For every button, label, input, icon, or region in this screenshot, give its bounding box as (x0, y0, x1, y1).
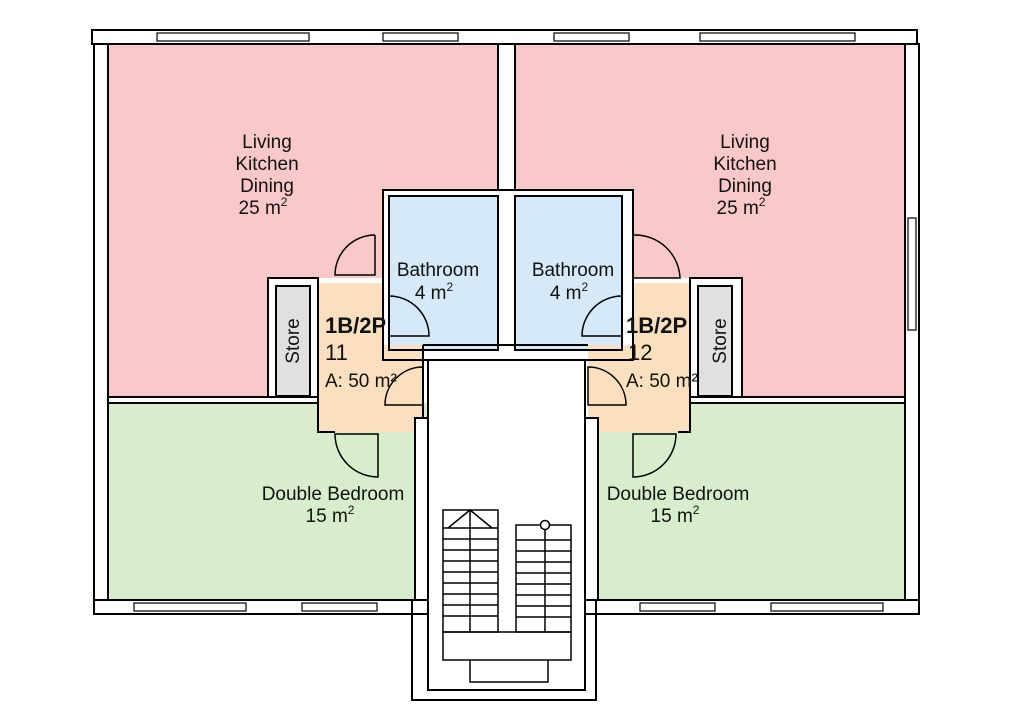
flat-11-store-fill (276, 286, 310, 396)
flat-11-bedroom-fill (108, 403, 428, 600)
bathroom-label: Bathroom (532, 260, 614, 281)
flat-12-hall-fill (588, 283, 690, 432)
flat-12-bedroom-fill (590, 403, 905, 600)
living-area: 25 m2 (717, 195, 766, 219)
bathroom-label: Bathroom (397, 260, 479, 281)
flat-12-labels: Living Kitchen Dining 25 m2 Bathroom 4 m… (532, 132, 777, 527)
window-icon (156, 32, 310, 42)
door-swing-icon (632, 433, 677, 478)
living-area: 25 m2 (239, 195, 288, 219)
flat-11-labels: Living Kitchen Dining 25 m2 Bathroom 4 m… (235, 132, 479, 527)
bedroom-area: 15 m2 (306, 503, 355, 527)
door-swing-icon (587, 366, 627, 406)
window-icon (301, 602, 378, 612)
bedroom-label: Double Bedroom (607, 484, 750, 505)
bathroom-area: 4 m2 (415, 280, 454, 304)
door-swing-icon (384, 366, 424, 406)
bedroom-label: Double Bedroom (262, 484, 405, 505)
flat-12-bathroom-fill (515, 196, 622, 350)
store-label: Store (283, 318, 304, 363)
flat-11-bathroom-fill (389, 196, 498, 350)
door-swing-icon (334, 234, 376, 276)
flat-number-label: 11 (325, 340, 348, 365)
window-icon (553, 32, 630, 42)
left-wall (93, 43, 109, 601)
windows (133, 32, 917, 612)
door-swing-icon (334, 433, 379, 478)
party-wall (497, 43, 516, 191)
living-label-line1: Living (720, 132, 770, 153)
window-icon (382, 32, 459, 42)
door-swing-icon (581, 295, 623, 337)
living-label-line2: Kitchen (713, 154, 776, 175)
store-label: Store (710, 318, 731, 363)
living-label-line3: Dining (240, 176, 294, 197)
stair-direction-arrow-icon (539, 519, 551, 531)
flat-12-living-fill (515, 45, 905, 400)
doors (334, 234, 681, 478)
flat-type-label: 1B/2P (325, 313, 386, 338)
window-icon (699, 32, 856, 42)
room-fills (108, 45, 905, 690)
bedroom-area: 15 m2 (651, 503, 700, 527)
flat-type-label: 1B/2P (626, 313, 687, 338)
bathroom-walls (382, 189, 634, 361)
window-icon (639, 602, 716, 612)
flat-number-label: 12 (628, 340, 652, 365)
flat-11-living-fill (108, 45, 497, 400)
window-icon (770, 602, 884, 612)
living-label-line1: Living (242, 132, 292, 153)
living-label-line2: Kitchen (235, 154, 298, 175)
staircase-icon (442, 509, 572, 683)
flat-11-hall-fill (318, 283, 423, 432)
window-icon (907, 217, 917, 331)
living-label-line3: Dining (718, 176, 772, 197)
bathroom-area: 4 m2 (550, 280, 589, 304)
flat-area-label: A: 50 m² (626, 371, 698, 392)
window-icon (133, 602, 247, 612)
door-swing-icon (632, 234, 681, 279)
flat-12-store-fill (698, 286, 732, 396)
flat-area-label: A: 50 m² (325, 371, 397, 392)
door-swing-icon (388, 295, 430, 337)
